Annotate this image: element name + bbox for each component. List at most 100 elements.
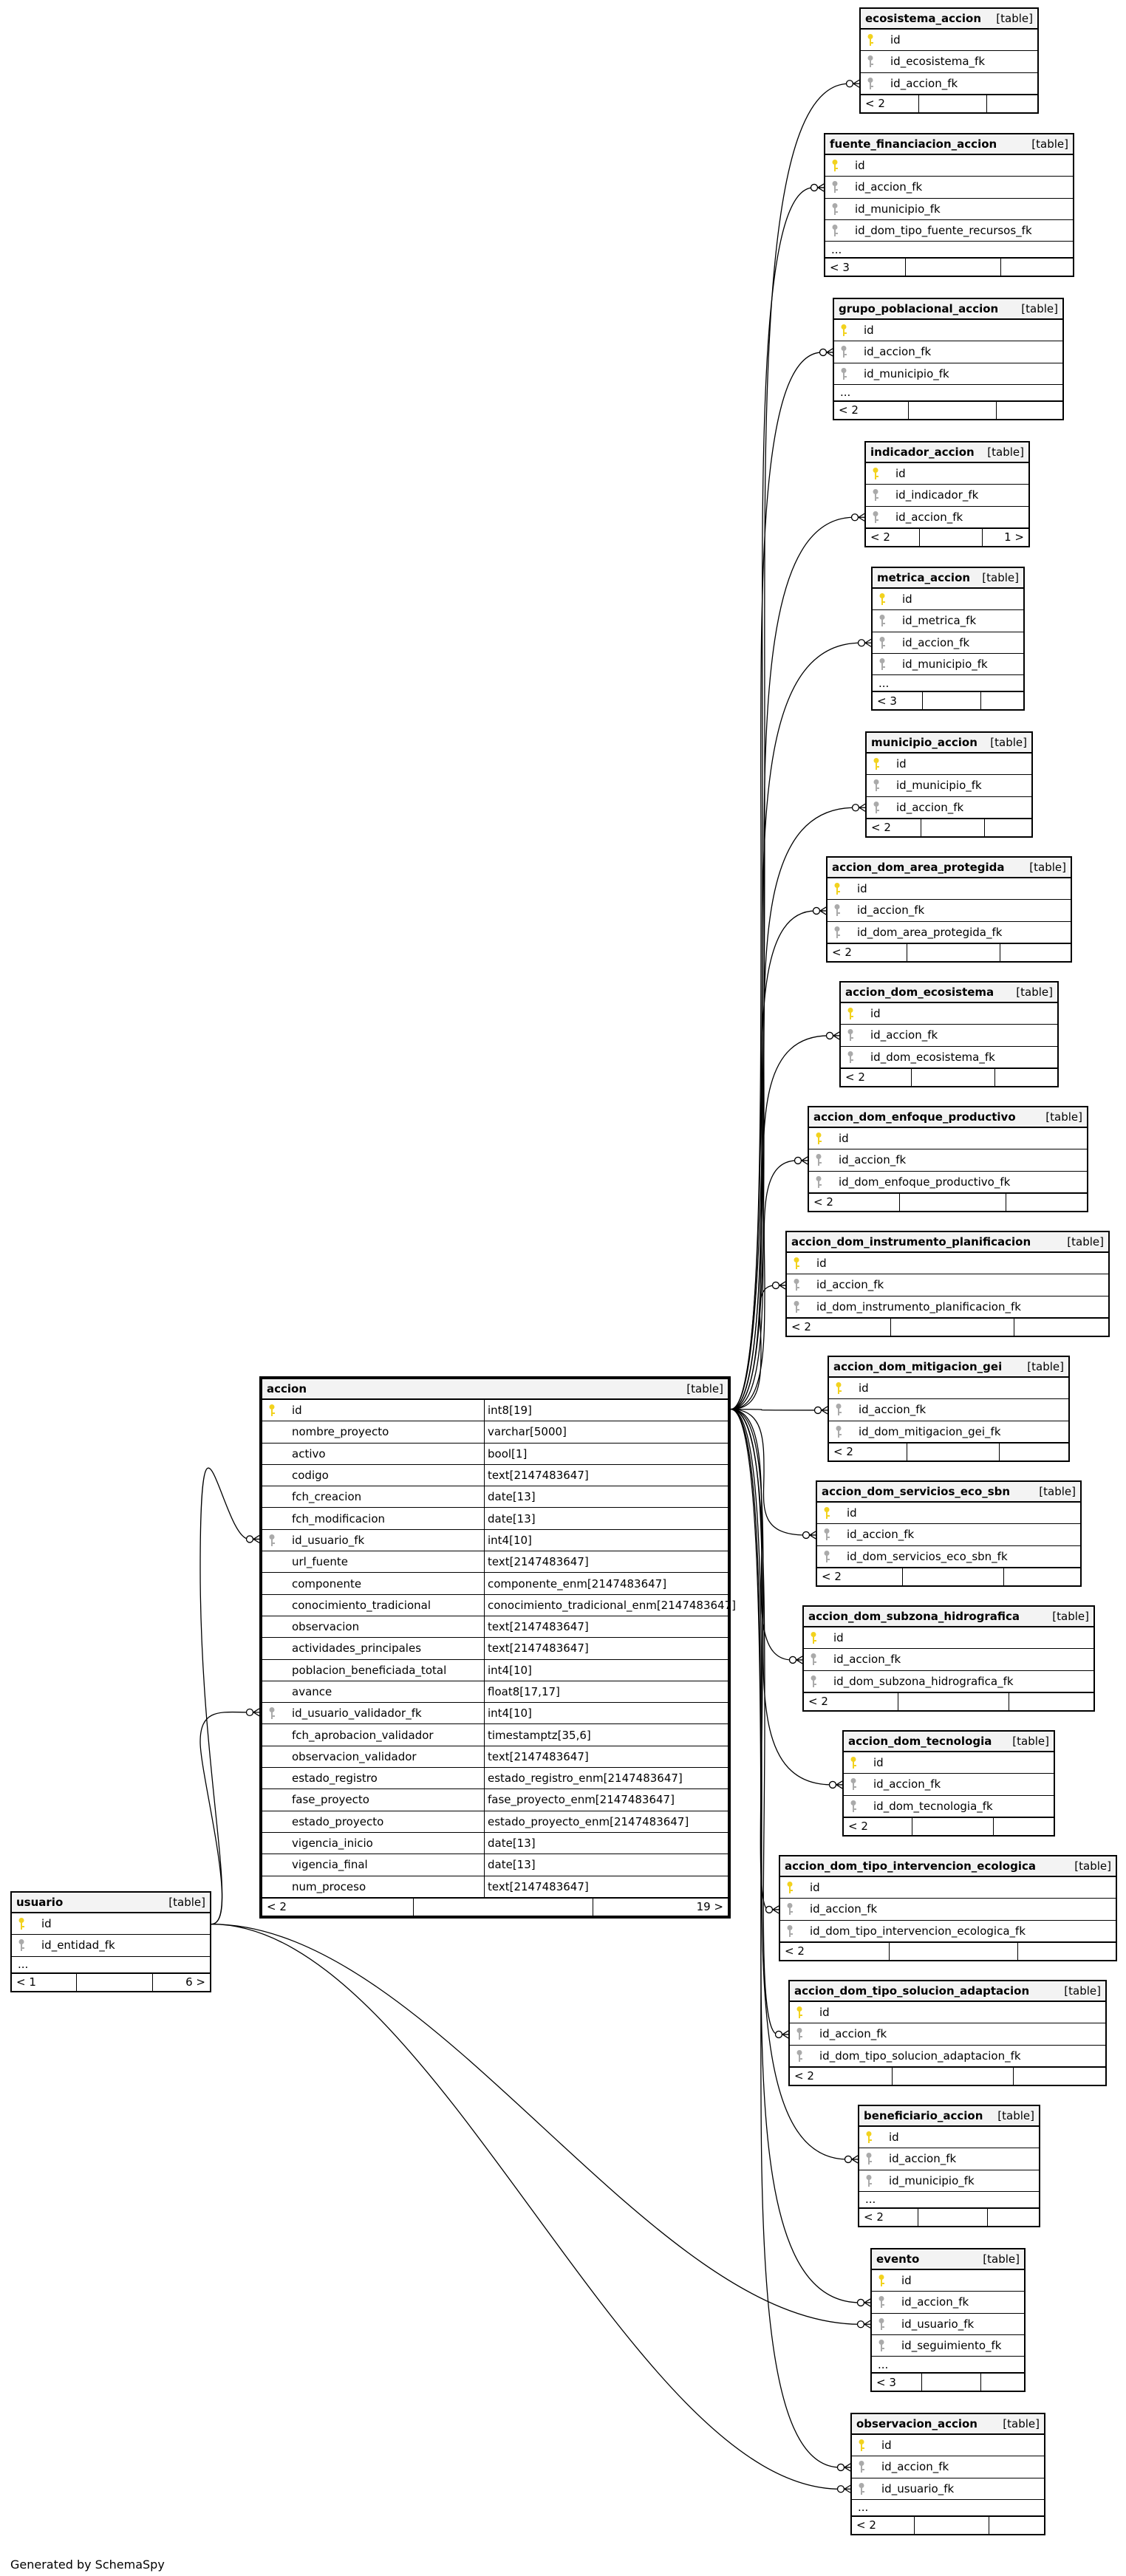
- parents-count[interactable]: < 2: [865, 97, 885, 111]
- column-row[interactable]: id_dom_tipo_fuente_recursos_fk: [825, 220, 1073, 242]
- column-row[interactable]: id: [829, 1378, 1068, 1400]
- children-count[interactable]: 6 >: [185, 1975, 205, 1989]
- column-row[interactable]: id_municipio_fk: [825, 199, 1073, 220]
- children-count[interactable]: 1 >: [1004, 530, 1024, 544]
- parents-count[interactable]: < 2: [833, 1445, 853, 1459]
- column-row[interactable]: id: [867, 754, 1031, 776]
- children-count[interactable]: 19 >: [696, 1900, 723, 1914]
- column-row[interactable]: id_accion_fk: [861, 73, 1037, 95]
- column-row[interactable]: id: [859, 2127, 1039, 2149]
- column-row[interactable]: id_accion_fk: [804, 1649, 1093, 1671]
- column-row[interactable]: id_accion_fk: [841, 1025, 1057, 1047]
- parents-count[interactable]: < 2: [845, 1070, 865, 1084]
- column-row[interactable]: id_accion_fk: [809, 1149, 1087, 1172]
- column-row[interactable]: id: [866, 463, 1028, 485]
- column-row[interactable]: id_dom_subzona_hidrografica_fk: [804, 1671, 1093, 1692]
- column-row[interactable]: id_dom_tecnologia_fk: [844, 1796, 1054, 1817]
- column-row[interactable]: id_accion_fk: [780, 1899, 1116, 1921]
- column-row[interactable]: id_dom_tipo_intervencion_ecologica_fk: [780, 1921, 1116, 1942]
- column-row[interactable]: id_usuario_fk: [872, 2314, 1024, 2335]
- parents-count[interactable]: < 2: [848, 1820, 868, 1834]
- column-row[interactable]: id_municipio_fk: [867, 775, 1031, 797]
- column-row[interactable]: id_indicador_fk: [866, 485, 1028, 507]
- table-accion-dom-subzona-hidrografica[interactable]: accion_dom_subzona_hidrografica[table]id…: [802, 1605, 1095, 1712]
- parents-count[interactable]: < 2: [871, 821, 891, 835]
- column-row[interactable]: id: [12, 1913, 210, 1936]
- column-row[interactable]: id_accion_fk: [828, 900, 1071, 922]
- column-row[interactable]: id: [817, 1503, 1080, 1525]
- column-row[interactable]: id_municipio_fk: [873, 654, 1023, 676]
- column-row[interactable]: id_accion_fk: [817, 1524, 1080, 1546]
- column-row[interactable]: id_accion_fk: [867, 797, 1031, 819]
- column-row[interactable]: id_accion_fk: [825, 177, 1073, 199]
- column-row[interactable]: id_entidad_fk: [12, 1935, 210, 1957]
- column-row[interactable]: id_accion_fk: [866, 507, 1028, 528]
- column-row[interactable]: id_accion_fk: [852, 2456, 1044, 2478]
- table-accion-dom-tipo-intervencion-ecologica[interactable]: accion_dom_tipo_intervencion_ecologica[t…: [779, 1855, 1117, 1961]
- column-row[interactable]: id: [861, 30, 1037, 52]
- parents-count[interactable]: < 2: [856, 2518, 876, 2532]
- column-row[interactable]: id: [834, 320, 1062, 342]
- parents-count[interactable]: < 2: [267, 1900, 287, 1914]
- column-row[interactable]: id: [873, 589, 1023, 611]
- parents-count[interactable]: < 2: [822, 1570, 842, 1584]
- parents-count[interactable]: < 2: [785, 1944, 805, 1958]
- column-row[interactable]: id_dom_ecosistema_fk: [841, 1047, 1057, 1068]
- column-row[interactable]: id_seguimiento_fk: [872, 2335, 1024, 2357]
- column-row[interactable]: id: [804, 1627, 1093, 1650]
- column-row[interactable]: id_dom_enfoque_productivo_fk: [809, 1172, 1087, 1193]
- column-row[interactable]: id: [844, 1752, 1054, 1774]
- column-row[interactable]: id_accion_fk: [859, 2148, 1039, 2170]
- column-row[interactable]: id: [841, 1003, 1057, 1025]
- column-row[interactable]: id_dom_instrumento_planificacion_fk: [787, 1296, 1108, 1318]
- table-accion-dom-tipo-solucion-adaptacion[interactable]: accion_dom_tipo_solucion_adaptacion[tabl…: [788, 1980, 1107, 2086]
- column-row[interactable]: id_accion_fk: [787, 1274, 1108, 1296]
- column-row[interactable]: id_ecosistema_fk: [861, 51, 1037, 73]
- column-row[interactable]: id_accion_fk: [872, 2292, 1024, 2314]
- column-row[interactable]: id_accion_fk: [829, 1399, 1068, 1421]
- column-row[interactable]: id_accion_fk: [873, 632, 1023, 654]
- column-row[interactable]: id_usuario_fk: [852, 2478, 1044, 2500]
- column-row[interactable]: id: [809, 1128, 1087, 1150]
- column-row[interactable]: id: [828, 878, 1071, 901]
- parents-count[interactable]: < 2: [808, 1695, 828, 1709]
- parents-count[interactable]: < 2: [864, 2210, 884, 2224]
- column-row[interactable]: id: [780, 1877, 1116, 1899]
- parents-count[interactable]: < 2: [832, 946, 852, 960]
- column-row[interactable]: id_municipio_fk: [834, 363, 1062, 385]
- column-row[interactable]: id_metrica_fk: [873, 610, 1023, 632]
- column-row[interactable]: id: [825, 155, 1073, 177]
- column-row[interactable]: id_accion_fk: [790, 2023, 1105, 2046]
- column-row[interactable]: id: [872, 2270, 1024, 2292]
